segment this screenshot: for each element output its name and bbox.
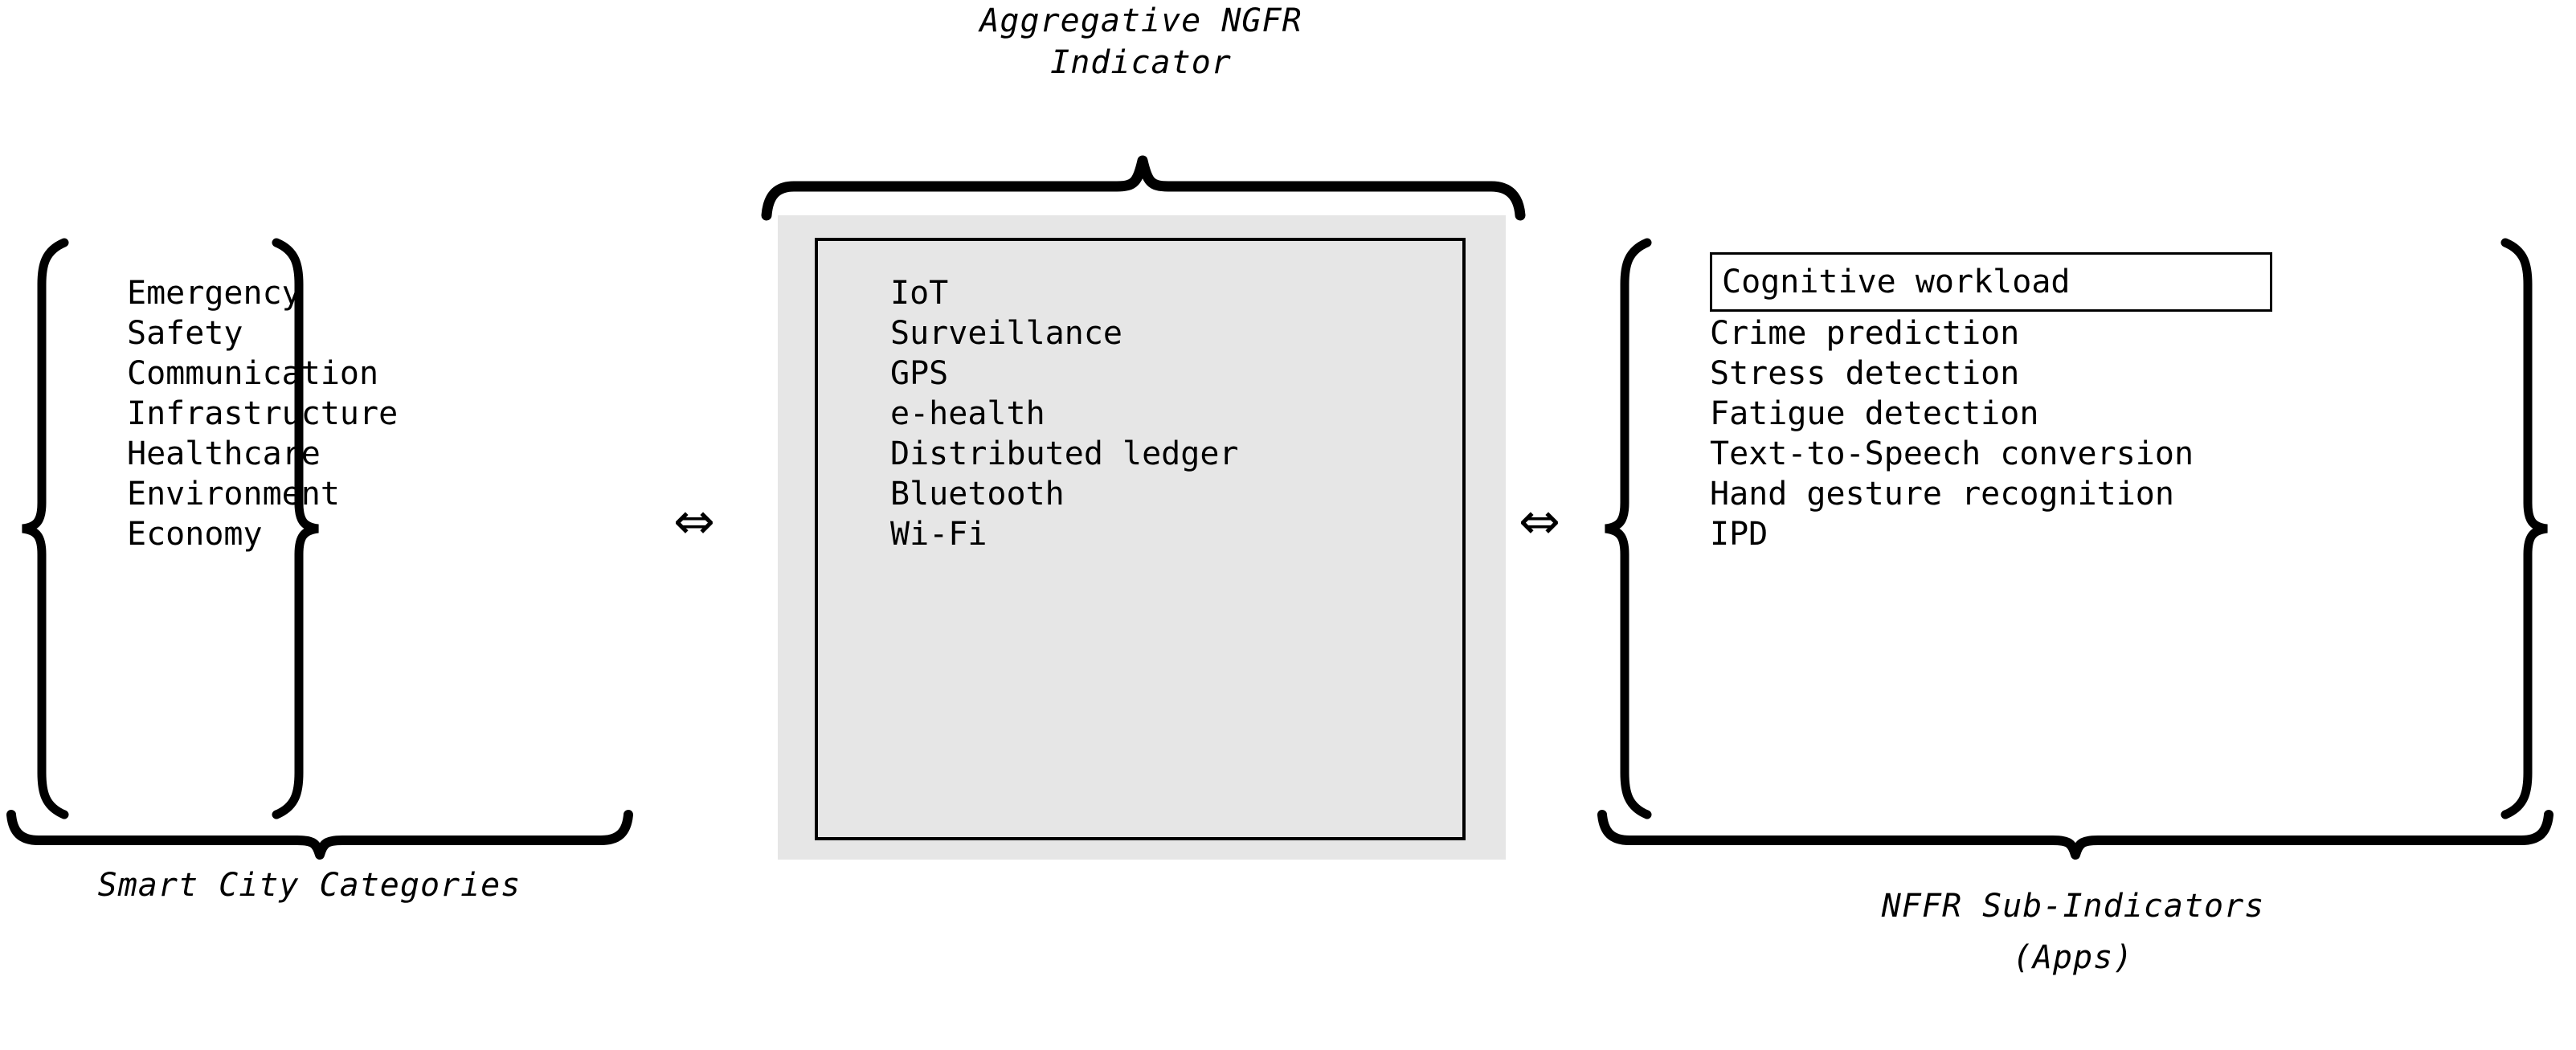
center-group-panel <box>778 215 1506 860</box>
list-item: Text-to-Speech conversion <box>1710 435 2194 472</box>
list-item: GPS <box>890 355 949 392</box>
center-group-overbrace <box>761 155 1526 221</box>
list-item: Stress detection <box>1710 355 2020 392</box>
right-group-caption-line-1-text: NFFR Sub-Indicators <box>1881 888 2265 925</box>
diagram-title-line-1: Aggregative NGFR <box>767 5 1515 37</box>
right-group-list: Cognitive workload ​ Crime prediction St… <box>1710 252 2529 554</box>
list-item: Economy <box>127 516 263 553</box>
list-item: Environment <box>127 476 340 513</box>
list-item: Emergency <box>127 275 301 312</box>
left-group-list: Emergency Safety Communication Infrastru… <box>127 273 625 554</box>
right-group-caption-line-1: NFFR Sub-Indicators <box>1603 890 2543 922</box>
left-group-opening-brace <box>22 238 69 819</box>
list-item: Distributed ledger <box>890 435 1239 472</box>
list-item: Fatigue detection <box>1710 395 2039 432</box>
list-item: IPD <box>1710 516 1768 553</box>
list-item: Surveillance <box>890 315 1122 352</box>
right-group-caption-line-2-text: (Apps) <box>2012 939 2134 976</box>
list-item: Healthcare <box>127 435 321 472</box>
center-group-inner-box <box>815 238 1466 840</box>
diagram-title-line-2-text: Indicator <box>1050 44 1232 81</box>
right-group-underbrace <box>1597 810 2554 860</box>
list-item: Safety <box>127 315 243 352</box>
left-group-closing-brace <box>272 238 319 819</box>
list-item: Crime prediction <box>1710 315 2020 352</box>
diagram-title-line-1-text: Aggregative NGFR <box>979 2 1302 39</box>
right-group-caption-line-2: (Apps) <box>1603 942 2543 974</box>
diagram-title-line-2: Indicator <box>767 47 1515 79</box>
right-group-opening-brace <box>1605 238 1652 819</box>
center-group-list: IoT Surveillance GPS e-health Distribute… <box>890 273 1501 554</box>
left-group-caption: Smart City Categories <box>0 869 619 901</box>
left-group-caption-text: Smart City Categories <box>97 867 521 904</box>
list-item: Hand gesture recognition <box>1710 476 2174 513</box>
left-group-underbrace <box>6 810 633 860</box>
double-arrow-right-icon: ⇔ <box>1519 492 1560 550</box>
list-item: Wi-Fi <box>890 516 987 553</box>
list-item: IoT <box>890 275 949 312</box>
list-item: Bluetooth <box>890 476 1065 513</box>
list-item: Infrastructure <box>127 395 399 432</box>
highlighted-list-item: Cognitive workload <box>1710 252 2272 312</box>
right-group-closing-brace <box>2500 238 2548 819</box>
list-item: Communication <box>127 355 379 392</box>
double-arrow-left-icon: ⇔ <box>673 492 715 550</box>
list-item: e-health <box>890 395 1045 432</box>
